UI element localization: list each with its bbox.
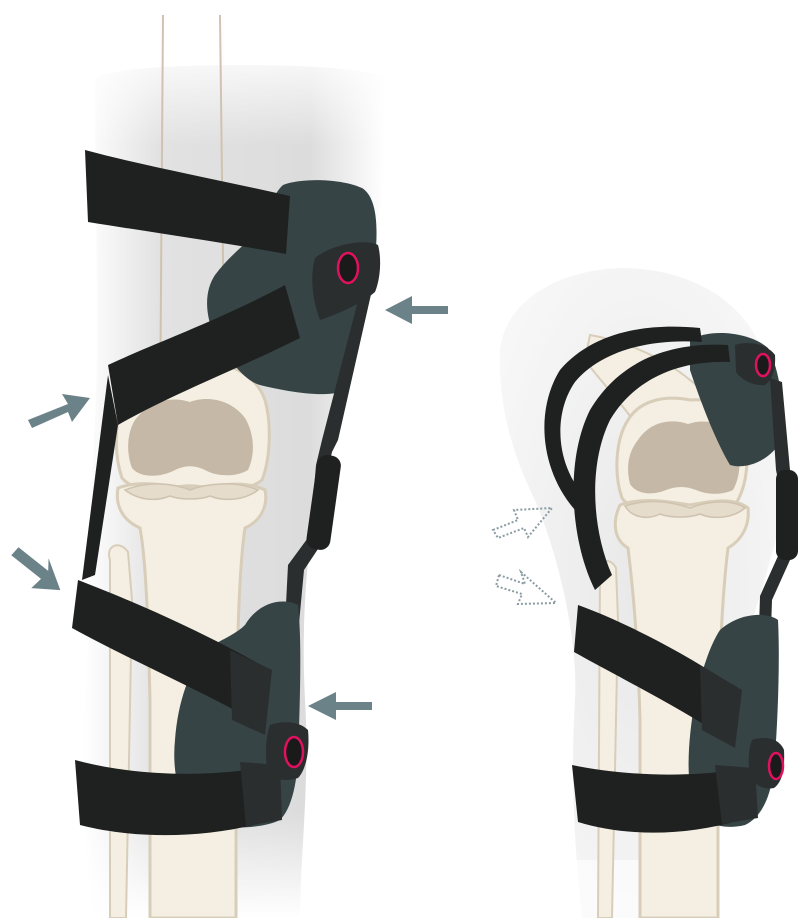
flexed-calf-strap-end <box>715 765 758 824</box>
flexed-lower-pivot-icon <box>769 753 783 779</box>
dotted-arrow-right-icon <box>496 572 556 604</box>
calf-strap-end <box>240 762 282 826</box>
flexed-leg-panel <box>493 268 798 918</box>
flexed-hinge-joint <box>776 470 798 560</box>
arrow-right-icon <box>3 546 69 598</box>
flexed-upper-pivot-icon <box>756 354 770 376</box>
flexed-calf-strap <box>572 765 740 833</box>
upper-pivot-icon <box>338 253 358 283</box>
lower-pivot-icon <box>285 737 303 767</box>
femur-cartilage <box>128 399 253 476</box>
extended-leg-panel <box>3 15 448 918</box>
